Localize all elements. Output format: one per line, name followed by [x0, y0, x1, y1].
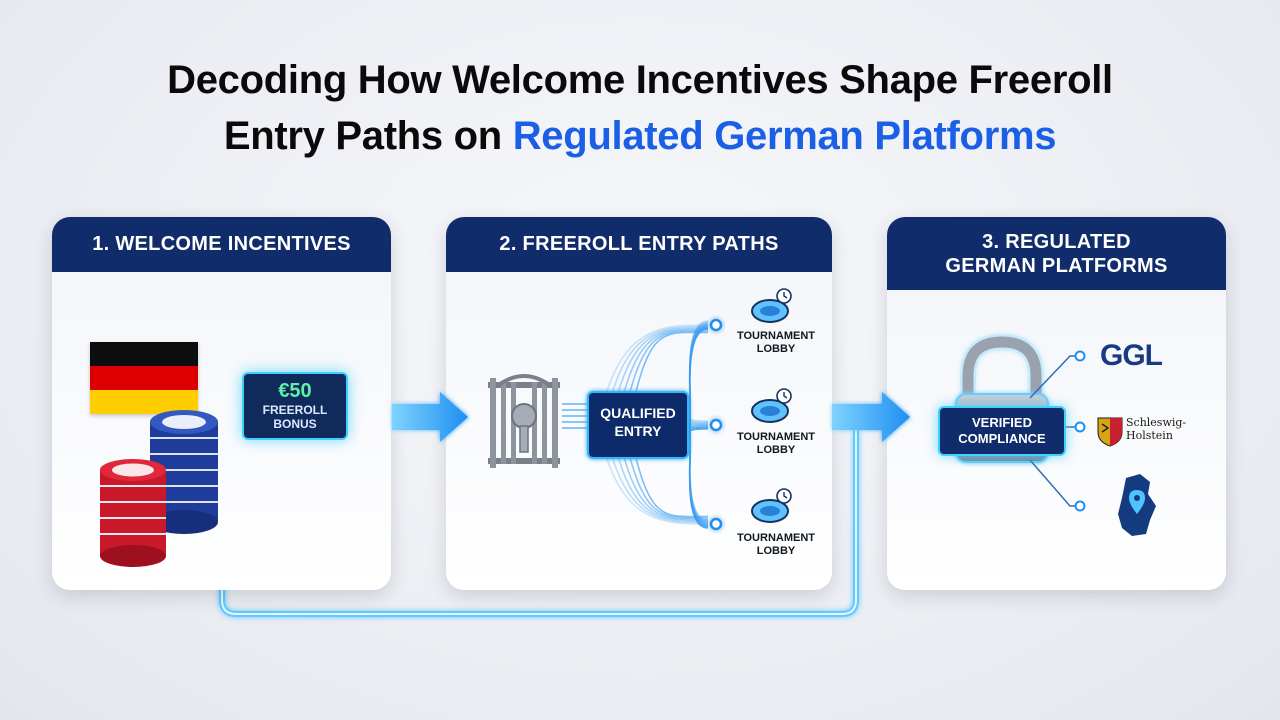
lobby-2-line-1: TOURNAMENT	[736, 431, 815, 443]
freeroll-bonus-ticket: €50 FREEROLL BONUS	[242, 372, 348, 440]
compliance-line-1: VERIFIED	[972, 415, 1032, 430]
panel-3-heading-line-2: GERMAN PLATFORMS	[945, 254, 1168, 277]
entry-paths-fan	[599, 320, 709, 529]
bonus-label-line-2: BONUS	[273, 417, 317, 431]
entry-path-arc	[611, 327, 709, 418]
qualified-entry-line-1: QUALIFIED	[600, 405, 676, 421]
compliance-line-2: COMPLIANCE	[958, 431, 1046, 446]
entry-path-line	[687, 433, 709, 529]
gate-to-entry-lines	[562, 403, 590, 429]
tournament-table-icon	[751, 488, 792, 523]
entry-path-line	[687, 414, 709, 422]
panel-welcome-incentives: 1. WELCOME INCENTIVES	[52, 217, 391, 590]
entry-path-arc	[617, 432, 709, 521]
arrow-panel2-to-panel3	[832, 392, 910, 442]
poker-chips-icon	[100, 410, 218, 567]
qualified-entry-label: QUALIFIED ENTRY	[588, 404, 688, 440]
panel-3-heading-line-1: 3. REGULATED	[982, 230, 1131, 253]
german-flag-icon	[90, 342, 198, 414]
panel-3-heading: 3. REGULATED GERMAN PLATFORMS	[887, 217, 1226, 290]
map-pin-germany-icon	[1118, 474, 1156, 536]
qualified-entry-line-2: ENTRY	[614, 423, 662, 439]
tournament-table-icon	[751, 388, 792, 423]
page-title: Decoding How Welcome Incentives Shape Fr…	[0, 52, 1280, 164]
title-highlight: Regulated German Platforms	[512, 114, 1057, 158]
lobby-3-line-2: LOBBY	[756, 545, 796, 557]
bonus-amount: €50	[278, 380, 312, 402]
coat-of-arms-icon	[1097, 417, 1123, 447]
entry-path-arc	[623, 432, 709, 519]
tournament-table-icon	[751, 288, 792, 323]
panel-1-heading: 1. WELCOME INCENTIVES	[52, 217, 391, 272]
entry-path-arc	[611, 432, 709, 522]
lobby-2-line-2: LOBBY	[756, 444, 796, 456]
entry-path-arc	[605, 325, 709, 418]
sh-line-1: Schleswig-	[1126, 416, 1187, 429]
panel-2-heading: 2. FREEROLL ENTRY PATHS	[446, 217, 832, 272]
sh-line-2: Holstein	[1126, 429, 1173, 442]
title-line-1: Decoding How Welcome Incentives Shape Fr…	[167, 58, 1113, 102]
lobby-1-line-2: LOBBY	[756, 343, 796, 355]
entry-path-arc	[617, 328, 709, 418]
entry-path-arc	[623, 330, 709, 418]
lobby-1-line-1: TOURNAMENT	[736, 330, 815, 342]
schleswig-holstein-label: Schleswig- Holstein	[1126, 416, 1186, 442]
verified-compliance-badge: VERIFIED COMPLIANCE	[938, 406, 1066, 456]
bonus-label-line-1: FREEROLL	[262, 403, 328, 417]
entry-path-arc	[629, 331, 709, 418]
lobby-label-1: TOURNAMENT LOBBY	[724, 330, 828, 356]
entry-path-arc	[629, 432, 709, 518]
lobby-label-3: TOURNAMENT LOBBY	[724, 532, 828, 558]
panel-1-body: €50 FREEROLL BONUS	[52, 272, 391, 590]
ggl-logo: GGL	[1100, 339, 1163, 372]
arrow-panel1-to-panel2	[392, 392, 468, 442]
gate-key-icon	[488, 374, 560, 468]
entry-path-arc	[599, 432, 709, 525]
panel-freeroll-entry-paths: 2. FREEROLL ENTRY PATHS	[446, 217, 832, 590]
title-line-2-text: Entry Paths on	[223, 114, 513, 158]
title-line-2: Entry Paths on Regulated German Platform…	[0, 108, 1280, 164]
entry-path-arc	[605, 432, 709, 524]
qualified-entry-box	[587, 391, 689, 459]
lobby-nodes	[709, 318, 723, 531]
lobby-label-2: TOURNAMENT LOBBY	[724, 431, 828, 457]
regulator-nodes	[1074, 350, 1086, 512]
entry-path-line	[687, 417, 709, 424]
lobby-3-line-1: TOURNAMENT	[736, 532, 815, 544]
entry-path-arc	[599, 324, 709, 418]
